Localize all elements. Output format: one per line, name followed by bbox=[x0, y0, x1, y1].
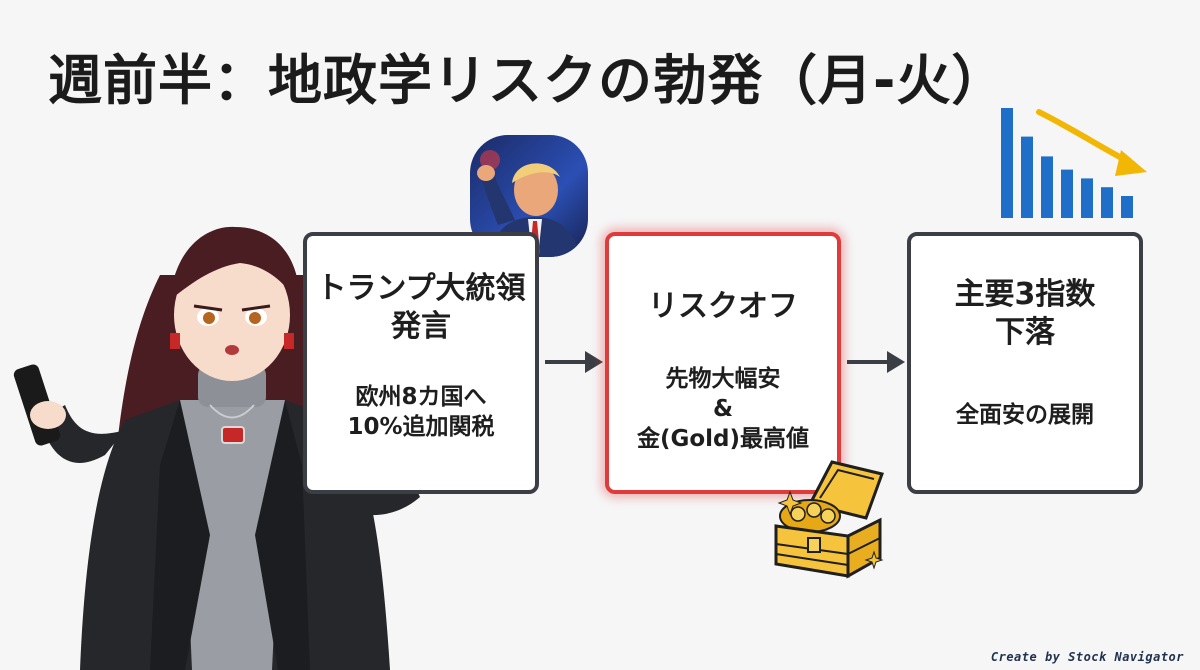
flow-arrow-right-icon bbox=[847, 351, 905, 373]
decline-bar-7 bbox=[1121, 196, 1133, 218]
slide-title: 週前半：地政学リスクの勃発（月-火） bbox=[48, 49, 1007, 112]
declining-bar-chart-icon bbox=[1001, 108, 1147, 218]
decline-bar-3 bbox=[1041, 156, 1053, 218]
flow-box-risk-off-body-line-1: 先物大幅安 bbox=[665, 366, 781, 392]
flow-box-cause-body-line-1: 欧州8カ国へ bbox=[355, 384, 487, 410]
treasure-chest-icon bbox=[774, 460, 884, 579]
flow-box-risk-off: リスクオフ 先物大幅安 & 金(Gold)最高値 bbox=[605, 232, 841, 494]
decline-trend-line bbox=[1036, 109, 1136, 167]
flow-box-indices-fall-body: 全面安の展開 bbox=[911, 400, 1139, 430]
flow-box-cause-body-line-2: 10%追加関税 bbox=[347, 414, 495, 440]
decline-bar-4 bbox=[1061, 169, 1073, 218]
decline-bar-2 bbox=[1021, 136, 1033, 218]
flow-box-cause: トランプ大統領 発言 欧州8カ国へ 10%追加関税 bbox=[303, 232, 539, 494]
flow-box-risk-off-body-line-3: 金(Gold)最高値 bbox=[636, 426, 810, 452]
flow-box-cause-heading-line-2: 発言 bbox=[391, 309, 451, 344]
decline-bar-1 bbox=[1001, 108, 1013, 218]
decline-arrow-head-icon bbox=[1115, 150, 1147, 176]
footer-credit: Create by Stock Navigator bbox=[990, 650, 1184, 664]
flow-box-indices-fall-body-line-1: 全面安の展開 bbox=[956, 402, 1094, 428]
decline-bar-5 bbox=[1081, 178, 1093, 218]
decline-bar-6 bbox=[1101, 187, 1113, 218]
flow-box-risk-off-heading: リスクオフ bbox=[609, 288, 837, 326]
flow-box-cause-heading-line-1: トランプ大統領 bbox=[316, 271, 526, 306]
flow-arrow-right-icon bbox=[545, 351, 603, 373]
flow-box-indices-fall-heading: 主要3指数 下落 bbox=[911, 276, 1139, 352]
flow-box-risk-off-heading-line-1: リスクオフ bbox=[648, 289, 798, 324]
flow-box-risk-off-body-line-2: & bbox=[712, 396, 734, 422]
flow-box-risk-off-body: 先物大幅安 & 金(Gold)最高値 bbox=[609, 364, 837, 454]
flow-box-cause-body: 欧州8カ国へ 10%追加関税 bbox=[307, 382, 535, 442]
flow-box-cause-heading: トランプ大統領 発言 bbox=[307, 270, 535, 346]
presenter-character-illustration bbox=[13, 226, 452, 670]
flow-box-indices-fall-heading-line-1: 主要3指数 bbox=[954, 277, 1096, 312]
flow-box-indices-fall-heading-line-2: 下落 bbox=[995, 315, 1055, 350]
flow-box-indices-fall: 主要3指数 下落 全面安の展開 bbox=[907, 232, 1143, 494]
